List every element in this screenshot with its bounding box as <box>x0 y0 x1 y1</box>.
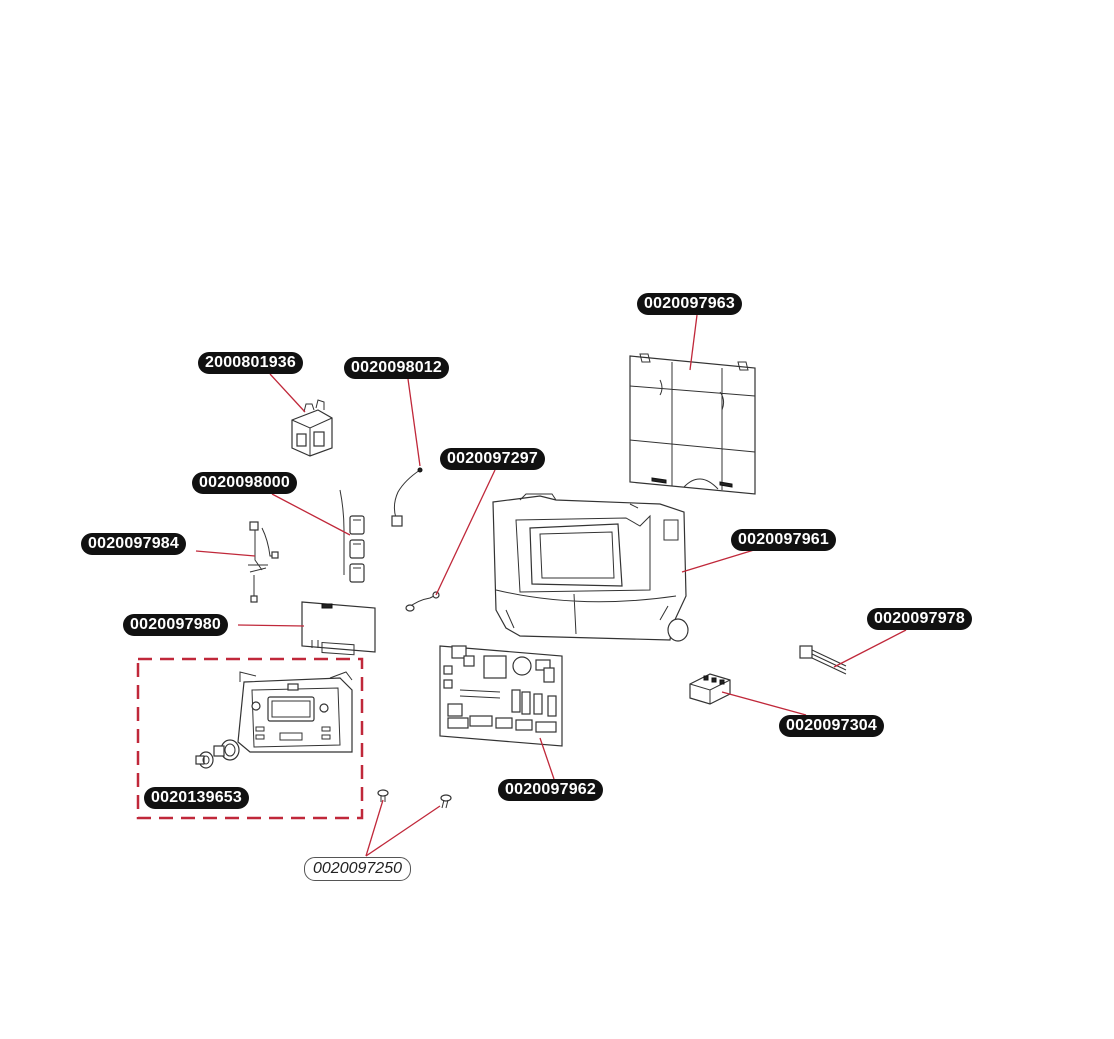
plug-cable-part <box>799 645 847 675</box>
leader-0020097250-b <box>365 805 441 857</box>
part-label-0020098012: 0020098012 <box>344 357 449 379</box>
main-pcb-part <box>439 645 563 747</box>
control-panel-front-part <box>237 671 353 753</box>
leader-0020097978 <box>833 629 907 668</box>
part-label-0020097962: 0020097962 <box>498 779 603 801</box>
relay-block-part <box>291 399 333 457</box>
leader-2000801936 <box>269 373 306 413</box>
screws-part <box>377 789 452 809</box>
rear-cover-part <box>629 353 756 495</box>
wiring-harness-part <box>248 521 279 603</box>
part-label-0020097961: 0020097961 <box>731 529 836 551</box>
leader-0020097304 <box>721 691 807 716</box>
leader-lines <box>195 314 907 857</box>
part-label-0020097984: 0020097984 <box>81 533 186 555</box>
leader-0020097963 <box>689 314 698 371</box>
leader-0020097980 <box>237 624 305 627</box>
main-housing-part <box>492 493 689 642</box>
part-label-0020098000: 0020098000 <box>192 472 297 494</box>
kit-boundary-box <box>136 657 364 820</box>
leader-0020097250-a <box>365 799 384 857</box>
part-label-0020097250: 0020097250 <box>304 857 411 881</box>
leader-0020097297 <box>435 469 496 596</box>
part-label-0020139653: 0020139653 <box>144 787 249 809</box>
part-label-0020097297: 0020097297 <box>440 448 545 470</box>
knobs-part <box>195 739 240 769</box>
sensor-cable-part <box>391 467 423 527</box>
stacked-connectors-part <box>339 489 365 583</box>
leader-0020098012 <box>407 378 421 467</box>
terminal-block-part <box>689 673 731 705</box>
part-label-0020097963: 0020097963 <box>637 293 742 315</box>
part-label-2000801936: 2000801936 <box>198 352 303 374</box>
leader-0020097984 <box>195 550 256 557</box>
leader-0020097961 <box>681 549 755 573</box>
part-label-0020097980: 0020097980 <box>123 614 228 636</box>
display-pcb-part <box>301 601 376 656</box>
leader-0020097962 <box>539 737 555 780</box>
leader-0020098000 <box>271 493 351 536</box>
part-label-0020097978: 0020097978 <box>867 608 972 630</box>
small-cable-part <box>405 591 440 612</box>
part-label-0020097304: 0020097304 <box>779 715 884 737</box>
